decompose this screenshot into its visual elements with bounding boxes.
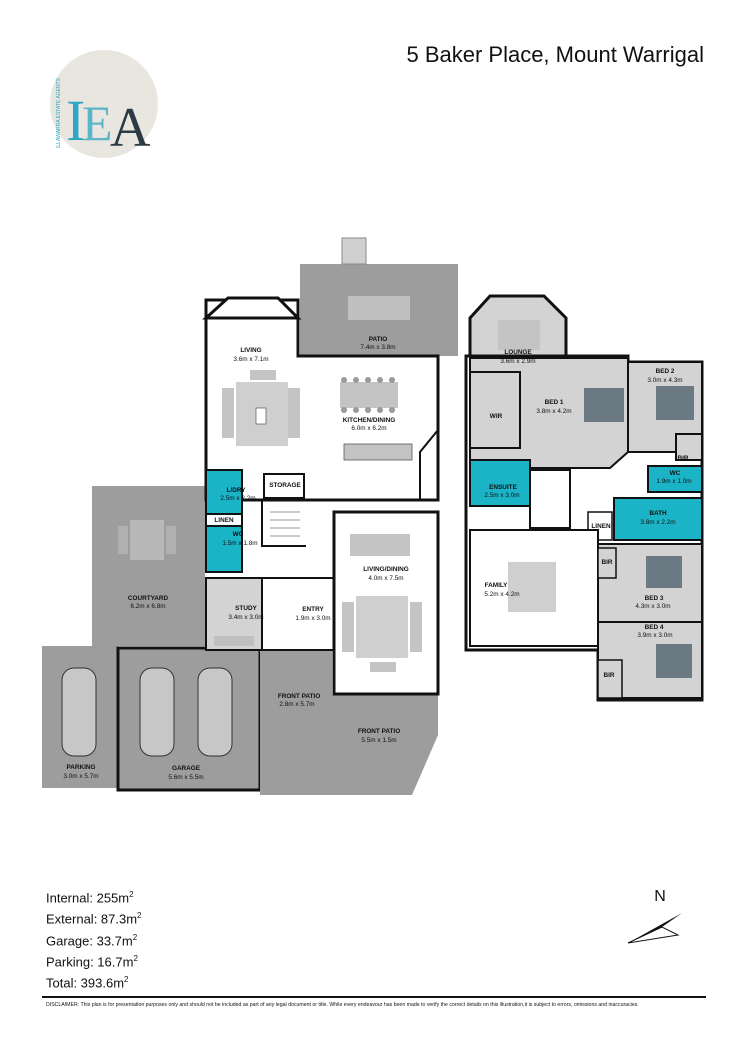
north-label: N	[654, 888, 666, 905]
laundry-room	[205, 469, 243, 515]
bed-2-size: 3.0m x 4.3m	[647, 377, 682, 384]
patio-steps	[341, 237, 367, 265]
parking-label: PARKING	[67, 764, 96, 771]
car-parking	[61, 667, 97, 757]
bath-room	[613, 497, 703, 541]
bed-3-size: 4.3m x 3.0m	[635, 603, 670, 610]
svg-text:E: E	[82, 95, 113, 151]
lounge-label: LOUNGE	[504, 349, 532, 356]
family-rug	[508, 562, 556, 612]
lounge-size: 3.6m x 2.9m	[500, 358, 535, 365]
living-label: LIVING	[240, 347, 261, 354]
ensuite-label: ENSUITE	[489, 484, 517, 491]
wc-first	[647, 465, 703, 493]
area-total: Total: 393.6m2	[46, 975, 129, 991]
svg-text:A: A	[110, 97, 151, 159]
storage-room	[263, 473, 305, 499]
bir-2-label: BIR	[601, 559, 612, 566]
bath-label: BATH	[649, 510, 667, 517]
storage-label: STORAGE	[269, 482, 301, 489]
living-dining-label: LIVING/DINING	[363, 566, 408, 573]
bir-3	[597, 659, 623, 699]
bed-1-label: BED 1	[545, 399, 564, 406]
kitchen-dining-table	[340, 382, 398, 408]
disclaimer-divider	[42, 996, 706, 998]
family-label: FAMILY	[485, 582, 509, 589]
kitchen-label: KITCHEN/DINING	[343, 417, 396, 424]
car-garage-2	[197, 667, 233, 757]
bed-3-bed	[646, 556, 682, 588]
bed-3-label: BED 3	[645, 595, 664, 602]
patio-label: PATIO	[369, 336, 388, 343]
living-dining-size: 4.0m x 7.5m	[368, 575, 403, 582]
ensuite-size: 2.5m x 3.0m	[484, 492, 519, 499]
living-size: 3.6m x 7.1m	[233, 356, 268, 363]
bir-3-label: BIR	[603, 672, 614, 679]
courtyard-size: 6.2m x 6.8m	[130, 603, 165, 610]
bed-4-label: BED 4	[645, 624, 664, 631]
front-patio-2-size: 5.5m x 1.5m	[361, 737, 396, 744]
patio-size: 7.4m x 3.8m	[360, 344, 395, 351]
bed-4-bed	[656, 644, 692, 678]
courtyard-label: COURTYARD	[128, 595, 169, 602]
north-arrow-icon: N	[627, 888, 682, 944]
linen-ff-label: LINEN	[591, 523, 611, 530]
wc-ff-size: 1.9m x 1.0m	[656, 478, 691, 485]
ensuite-room	[469, 459, 531, 507]
area-external: External: 87.3m2	[46, 911, 142, 927]
area-internal: Internal: 255m2	[46, 890, 134, 906]
bir-1	[675, 433, 703, 461]
area-summary: Internal: 255m2 External: 87.3m2 Garage:…	[46, 886, 142, 993]
kitchen-island	[343, 443, 413, 461]
ldry-size: 2.5m x 2.2m	[220, 495, 255, 502]
courtyard-area	[92, 486, 205, 646]
wc-gf-label: WC	[233, 531, 244, 538]
living-dining-rug	[356, 596, 408, 658]
svg-text:ILLAWARRA ESTATE AGENTS: ILLAWARRA ESTATE AGENTS	[56, 77, 62, 148]
bath-size: 3.8m x 2.2m	[640, 519, 675, 526]
bed-1-bed	[584, 388, 624, 422]
agency-logo: I E A ILLAWARRA ESTATE AGENTS	[50, 50, 158, 159]
wc-ground	[205, 525, 243, 573]
bir-1-label: BIR	[677, 455, 688, 462]
garage-area	[116, 646, 262, 792]
bed-4-size: 3.9m x 3.0m	[637, 632, 672, 639]
wc-ff-label: WC	[670, 470, 681, 477]
lounge-rug	[498, 320, 540, 350]
bed-2-bed	[656, 386, 694, 420]
kitchen-size: 6.0m x 6.2m	[351, 425, 386, 432]
wc-gf-size: 1.5m x 1.8m	[222, 540, 257, 547]
disclaimer-text: DISCLAIMER: This plan is for presentatio…	[46, 1002, 639, 1008]
car-garage-1	[139, 667, 175, 757]
patio-table	[348, 296, 410, 320]
garage-size: 5.6m x 5.5m	[168, 774, 203, 781]
front-patio-1-size: 2.8m x 5.7m	[279, 701, 314, 708]
ldry-label: L/DRY	[227, 487, 247, 494]
bed-2-label: BED 2	[656, 368, 675, 375]
svg-text:I: I	[66, 88, 85, 153]
parking-size: 3.0m x 5.7m	[63, 773, 98, 780]
study-size: 3.4m x 3.0m	[228, 614, 263, 621]
entry-size: 1.9m x 3.0m	[295, 615, 330, 622]
study-label: STUDY	[235, 605, 257, 612]
area-garage: Garage: 33.7m2	[46, 932, 138, 948]
stair-void	[529, 469, 571, 529]
linen-gf-label: LINEN	[214, 517, 234, 524]
bed-1-size: 3.8m x 4.2m	[536, 408, 571, 415]
wir-label: WIR	[490, 413, 503, 420]
front-patio-2-label: FRONT PATIO	[358, 728, 400, 735]
front-patio-1-label: FRONT PATIO	[278, 693, 320, 700]
entry-hall	[261, 577, 335, 651]
garage-label: GARAGE	[172, 765, 201, 772]
property-address: 5 Baker Place, Mount Warrigal	[406, 42, 704, 67]
area-parking: Parking: 16.7m2	[46, 953, 138, 970]
family-size: 5.2m x 4.2m	[484, 591, 519, 598]
entry-label: ENTRY	[302, 606, 324, 613]
front-patio-area	[260, 650, 438, 795]
bir-2	[597, 547, 617, 579]
wir-room	[469, 371, 521, 449]
